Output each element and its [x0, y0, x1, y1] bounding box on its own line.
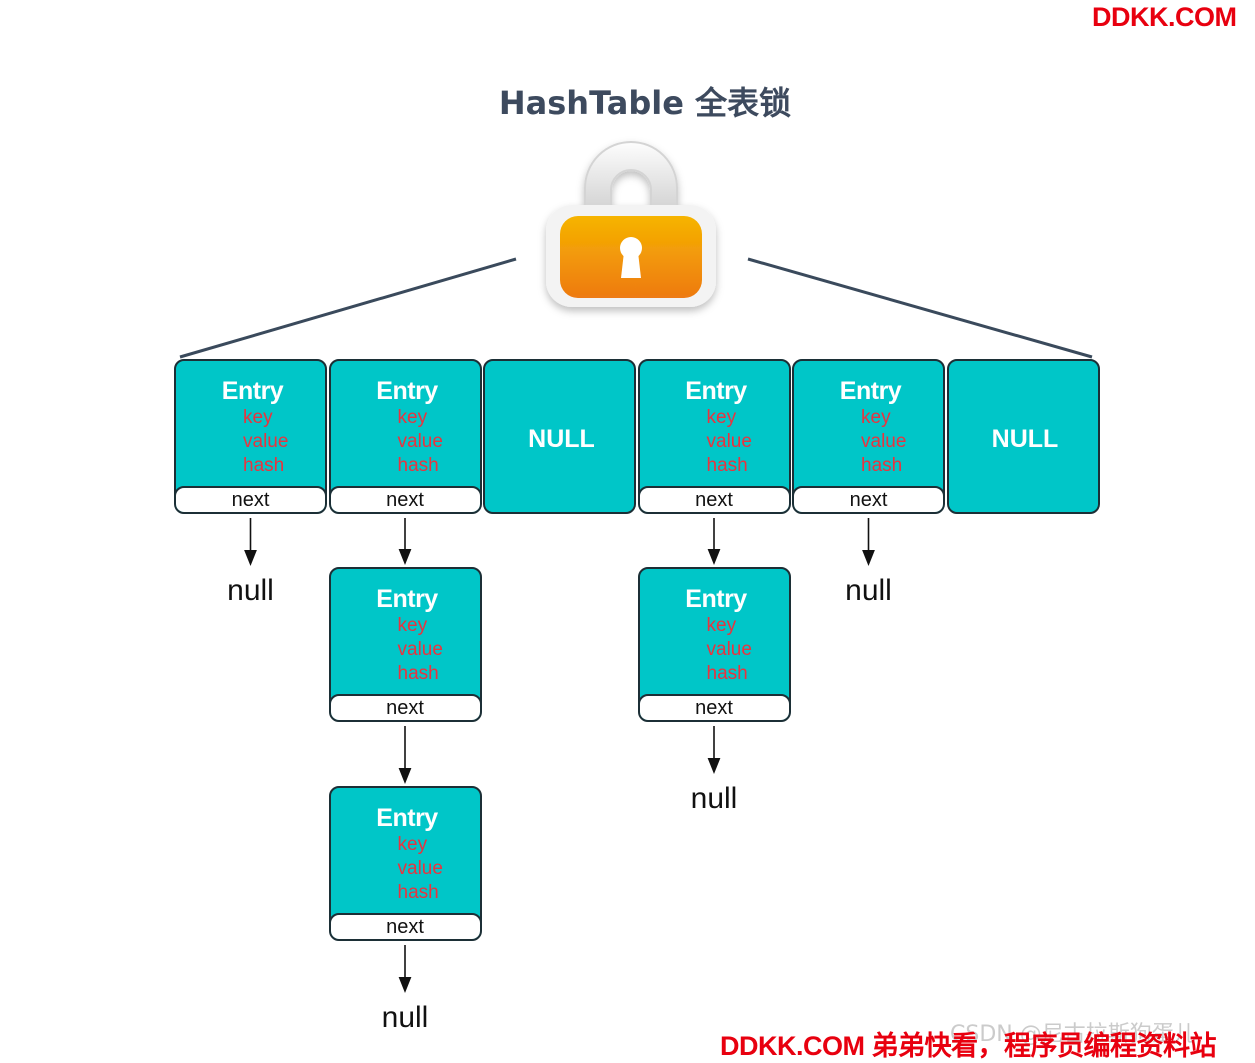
entry-label: Entry	[376, 804, 438, 832]
entry-next-pointer: next	[639, 694, 789, 720]
entry-field-key: key	[397, 407, 428, 428]
entry-field-hash: hash	[706, 663, 748, 684]
entry-field-hash: hash	[861, 455, 903, 476]
entry-next-pointer: next	[330, 486, 480, 512]
entry-field-hash: hash	[397, 882, 439, 903]
entry-next-pointer: next	[330, 694, 480, 720]
lock-link-right	[747, 257, 1093, 359]
entry-field-value: value	[706, 639, 752, 660]
bucket-2-null: NULL	[483, 359, 636, 514]
entry-field-key: key	[243, 407, 273, 428]
watermark-faint: CSDN @尼古拉斯狗蛋儿	[950, 1022, 1196, 1047]
entry-field-key: key	[861, 407, 891, 428]
entry-field-value: value	[861, 431, 907, 452]
watermark-bottom: DDKK.COM 弟弟快看，程序员编程资料站	[720, 1031, 1217, 1061]
watermark-top: DDKK.COM	[1092, 2, 1237, 32]
entry-field-key: key	[706, 615, 737, 636]
null-terminator: null	[845, 574, 892, 607]
entry-field-hash: hash	[397, 455, 439, 476]
entry-label: Entry	[685, 377, 747, 405]
entry-field-value: value	[243, 431, 289, 452]
entry-field-hash: hash	[397, 663, 439, 684]
null-terminator: null	[381, 1001, 429, 1034]
entry-field-value: value	[397, 431, 443, 452]
entry-field-key: key	[397, 615, 428, 636]
null-cell-label: NULL	[991, 425, 1059, 453]
entry-next-pointer: next	[794, 486, 943, 512]
entry-field-value: value	[397, 858, 443, 879]
null-terminator: null	[690, 782, 738, 815]
entry-next-pointer: next	[176, 486, 325, 512]
entry-field-key: key	[706, 407, 737, 428]
diagram-title: HashTable 全表锁	[498, 84, 792, 122]
entry-field-value: value	[706, 431, 752, 452]
entry-label: Entry	[685, 585, 747, 613]
entry-field-value: value	[397, 639, 443, 660]
entry-label: Entry	[376, 377, 438, 405]
entry-field-hash: hash	[706, 455, 748, 476]
null-terminator: null	[227, 574, 274, 607]
lock-link-left	[179, 257, 517, 359]
bucket-5-null: NULL	[946, 359, 1100, 514]
entry-field-key: key	[397, 834, 428, 855]
null-cell-label: NULL	[528, 425, 595, 453]
entry-next-pointer: next	[330, 913, 480, 939]
entry-field-hash: hash	[243, 455, 285, 476]
entry-label: Entry	[376, 585, 438, 613]
next-arrows	[244, 518, 875, 993]
entry-label: Entry	[221, 377, 284, 405]
entry-label: Entry	[839, 377, 902, 405]
lock-icon	[546, 141, 716, 307]
entry-next-pointer: next	[639, 486, 789, 512]
